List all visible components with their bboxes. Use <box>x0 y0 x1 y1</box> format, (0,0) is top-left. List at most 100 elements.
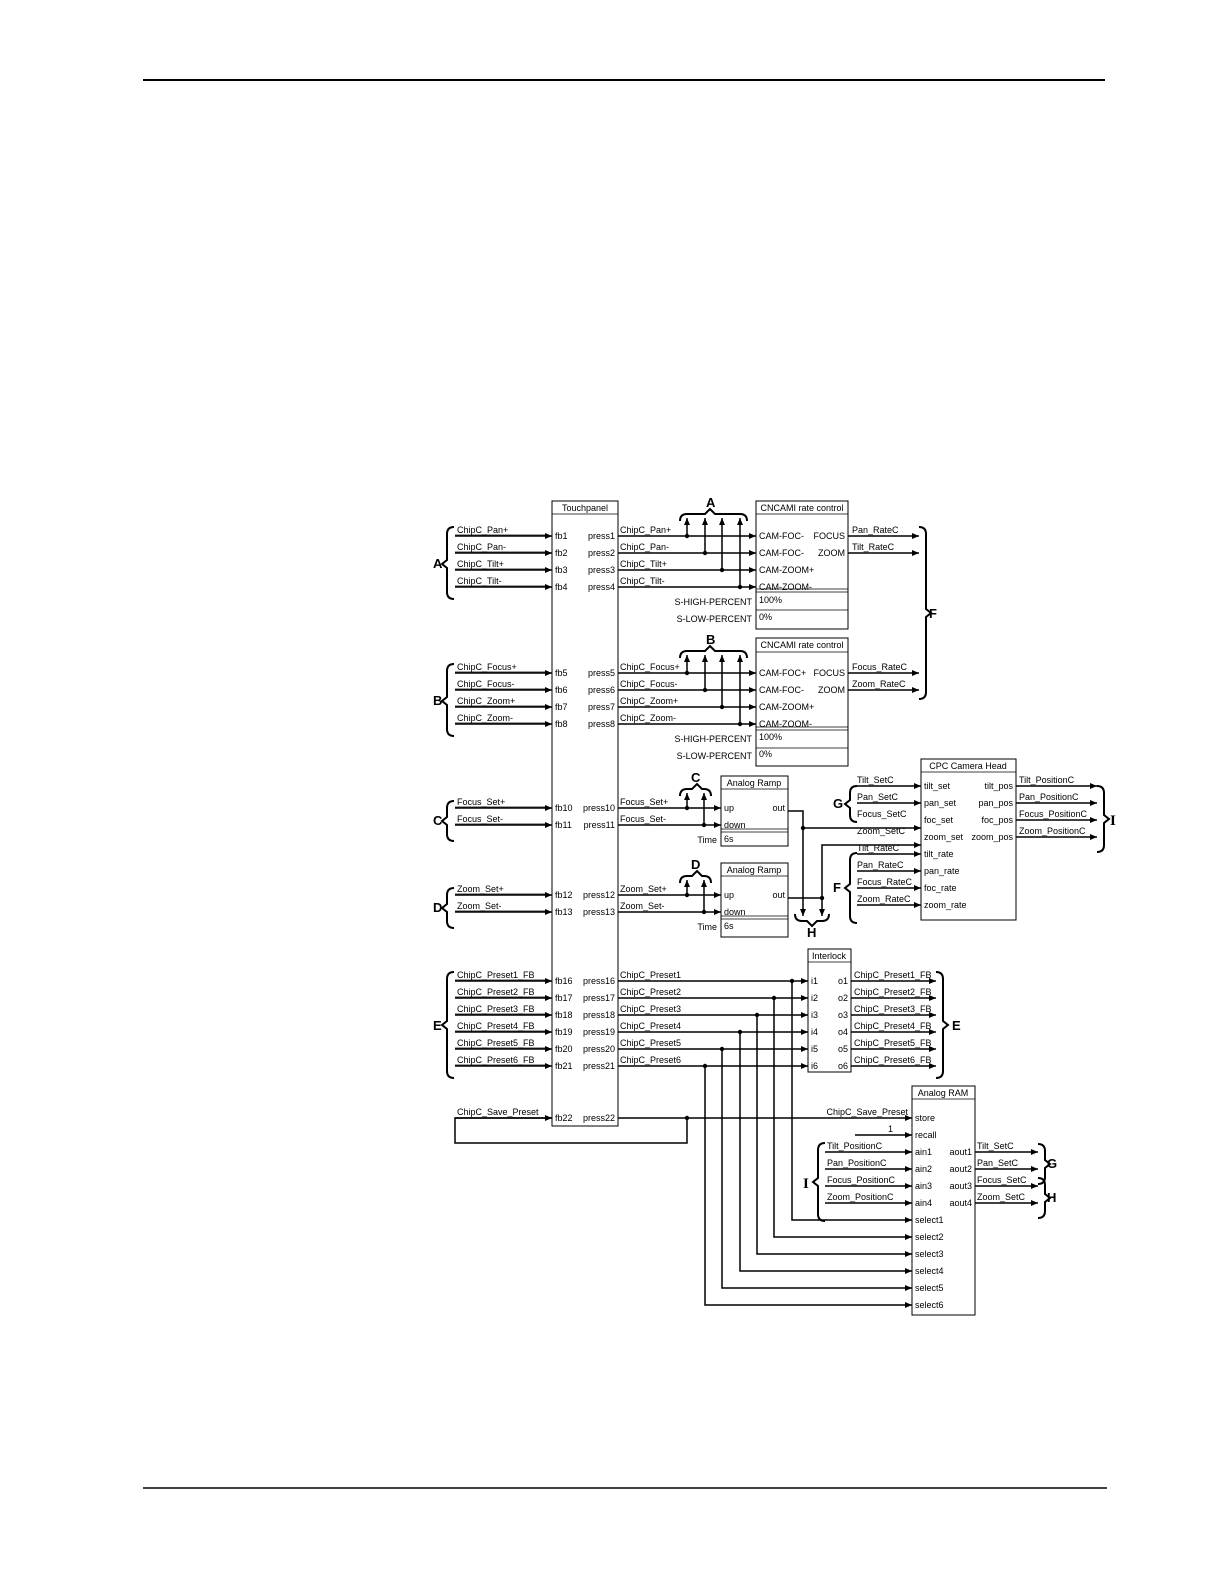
touchpanel-pin-out: press10 <box>583 803 615 813</box>
rate2-param-label: S-LOW-PERCENT <box>677 751 753 761</box>
group-label-b-left: B <box>433 693 442 708</box>
ram-output-signal: Pan_SetC <box>977 1158 1019 1168</box>
touchpanel-pin-out: press3 <box>588 565 615 575</box>
ramp2-param-label: Time <box>697 922 717 932</box>
touchpanel-pin-out: press4 <box>588 582 615 592</box>
ramp1-pin-out: out <box>772 803 785 813</box>
rate1-param-label: S-LOW-PERCENT <box>677 614 753 624</box>
rate-control-1-title: CNCAMI rate control <box>760 503 843 513</box>
interlock-output-signal: ChipC_Preset4_FB <box>854 1021 932 1031</box>
group-label-h-bottom: H <box>807 925 816 940</box>
touchpanel-title: Touchpanel <box>562 503 608 513</box>
rate2-pin-in: CAM-ZOOM+ <box>759 702 814 712</box>
rate2-output-signal: Focus_RateC <box>852 662 908 672</box>
touchpanel-pin-out: press19 <box>583 1027 615 1037</box>
interlock-output-signal: ChipC_Preset3_FB <box>854 1004 932 1014</box>
ramp2-pin-in: down <box>724 907 746 917</box>
camera-input-signal: Pan_SetC <box>857 792 899 802</box>
camera-output-signal: Zoom_PositionC <box>1019 826 1086 836</box>
ram-pin-in: ain4 <box>915 1198 932 1208</box>
ram-pin-in: ain1 <box>915 1147 932 1157</box>
touchpanel-pin-out: press17 <box>583 993 615 1003</box>
touchpanel-pin-in: fb6 <box>555 685 568 695</box>
static-wires <box>454 518 921 1308</box>
touchpanel-input-signal: ChipC_Zoom+ <box>457 696 515 706</box>
ram-recall-value: 1 <box>888 1124 893 1134</box>
touchpanel-input-signal: ChipC_Tilt+ <box>457 559 504 569</box>
ram-output-signal: Focus_SetC <box>977 1175 1027 1185</box>
interlock-pin-out: o6 <box>838 1061 848 1071</box>
touchpanel-output-signal: ChipC_Preset1 <box>620 970 681 980</box>
group-label-h-ram: H <box>1047 1190 1056 1205</box>
rate2-pin-in: CAM-ZOOM- <box>759 719 812 729</box>
interlock-pin-in: i4 <box>811 1027 818 1037</box>
group-braces <box>440 507 1111 1222</box>
touchpanel-input-signal: ChipC_Pan- <box>457 542 506 552</box>
ramp1-param-label: Time <box>697 835 717 845</box>
touchpanel-pin-out: press22 <box>583 1113 615 1123</box>
touchpanel-output-signal: ChipC_Preset4 <box>620 1021 681 1031</box>
camera-input-signal: Zoom_SetC <box>857 826 906 836</box>
group-label-i-right: I <box>1110 813 1116 829</box>
ramp1-param-value: 6s <box>724 834 734 844</box>
interlock-title: Interlock <box>812 951 847 961</box>
camera-input-signal: Zoom_RateC <box>857 894 911 904</box>
interlock-pin-in: i3 <box>811 1010 818 1020</box>
group-label-a-top: A <box>706 495 716 510</box>
touchpanel-pin-in: fb10 <box>555 803 573 813</box>
ram-output-signal: Zoom_SetC <box>977 1192 1026 1202</box>
touchpanel-pin-in: fb19 <box>555 1027 573 1037</box>
touchpanel-input-signal: ChipC_Pan+ <box>457 525 508 535</box>
touchpanel-input-signal: ChipC_Preset4_FB <box>457 1021 535 1031</box>
rate-control-block-2: CNCAMI rate control <box>755 637 849 767</box>
rate2-pin-out: FOCUS <box>814 668 846 678</box>
interlock-output-signal: ChipC_Preset1_FB <box>854 970 932 980</box>
group-letters: A B C D E A B C D H F E G F I I G H <box>433 495 1116 1205</box>
analog-ramp-block-1: Analog Ramp <box>720 775 789 847</box>
touchpanel-block: Touchpanel <box>551 500 619 1127</box>
rate1-output-signal: Pan_RateC <box>852 525 899 535</box>
analog-ramp-block-2: Analog Ramp <box>720 862 789 938</box>
camera-pin-out: zoom_pos <box>971 832 1013 842</box>
touchpanel-output-signal: ChipC_Preset6 <box>620 1055 681 1065</box>
group-label-c-top: C <box>691 770 701 785</box>
camera-pin-out: tilt_pos <box>984 781 1013 791</box>
group-label-f-right: F <box>929 606 937 621</box>
analog-ram-title: Analog RAM <box>918 1088 969 1098</box>
ram-pin-in: store <box>915 1113 935 1123</box>
interlock-pin-in: i5 <box>811 1044 818 1054</box>
touchpanel-input-signal: ChipC_Preset1_FB <box>457 970 535 980</box>
touchpanel-output-signal: ChipC_Focus- <box>620 679 678 689</box>
touchpanel-pin-out: press7 <box>588 702 615 712</box>
ram-pin-in: ain3 <box>915 1181 932 1191</box>
rate2-param-value: 100% <box>759 732 782 742</box>
touchpanel-pin-out: press5 <box>588 668 615 678</box>
camera-pin-in: tilt_set <box>924 781 951 791</box>
ram-pin-in: recall <box>915 1130 937 1140</box>
group-label-f-camera: F <box>833 880 841 895</box>
ramp1-pin-in: down <box>724 820 746 830</box>
analog-ramp-2-title: Analog Ramp <box>727 865 782 875</box>
rate2-output-signal: Zoom_RateC <box>852 679 906 689</box>
analog-ramp-1-title: Analog Ramp <box>727 778 782 788</box>
touchpanel-output-signal: Zoom_Set+ <box>620 884 667 894</box>
group-label-a-left: A <box>433 556 443 571</box>
ram-ain-signal: Zoom_PositionC <box>827 1192 894 1202</box>
touchpanel-pin-out: press13 <box>583 907 615 917</box>
touchpanel-input-signal: ChipC_Preset2_FB <box>457 987 535 997</box>
ramp1-pin-in: up <box>724 803 734 813</box>
ram-pin-out: aout4 <box>949 1198 972 1208</box>
camera-pin-in: pan_rate <box>924 866 960 876</box>
touchpanel-pin-in: fb21 <box>555 1061 573 1071</box>
interlock-output-signal: ChipC_Preset5_FB <box>854 1038 932 1048</box>
touchpanel-input-signal: ChipC_Focus- <box>457 679 515 689</box>
rate1-param-value: 0% <box>759 612 772 622</box>
group-label-e-left: E <box>433 1018 442 1033</box>
ram-ain-signal: Tilt_PositionC <box>827 1141 883 1151</box>
interlock-pin-out: o5 <box>838 1044 848 1054</box>
rate2-pin-in: CAM-FOC- <box>759 685 804 695</box>
touchpanel-input-signal: Focus_Set+ <box>457 797 505 807</box>
camera-pin-in: zoom_rate <box>924 900 967 910</box>
ramp2-pin-in: up <box>724 890 734 900</box>
